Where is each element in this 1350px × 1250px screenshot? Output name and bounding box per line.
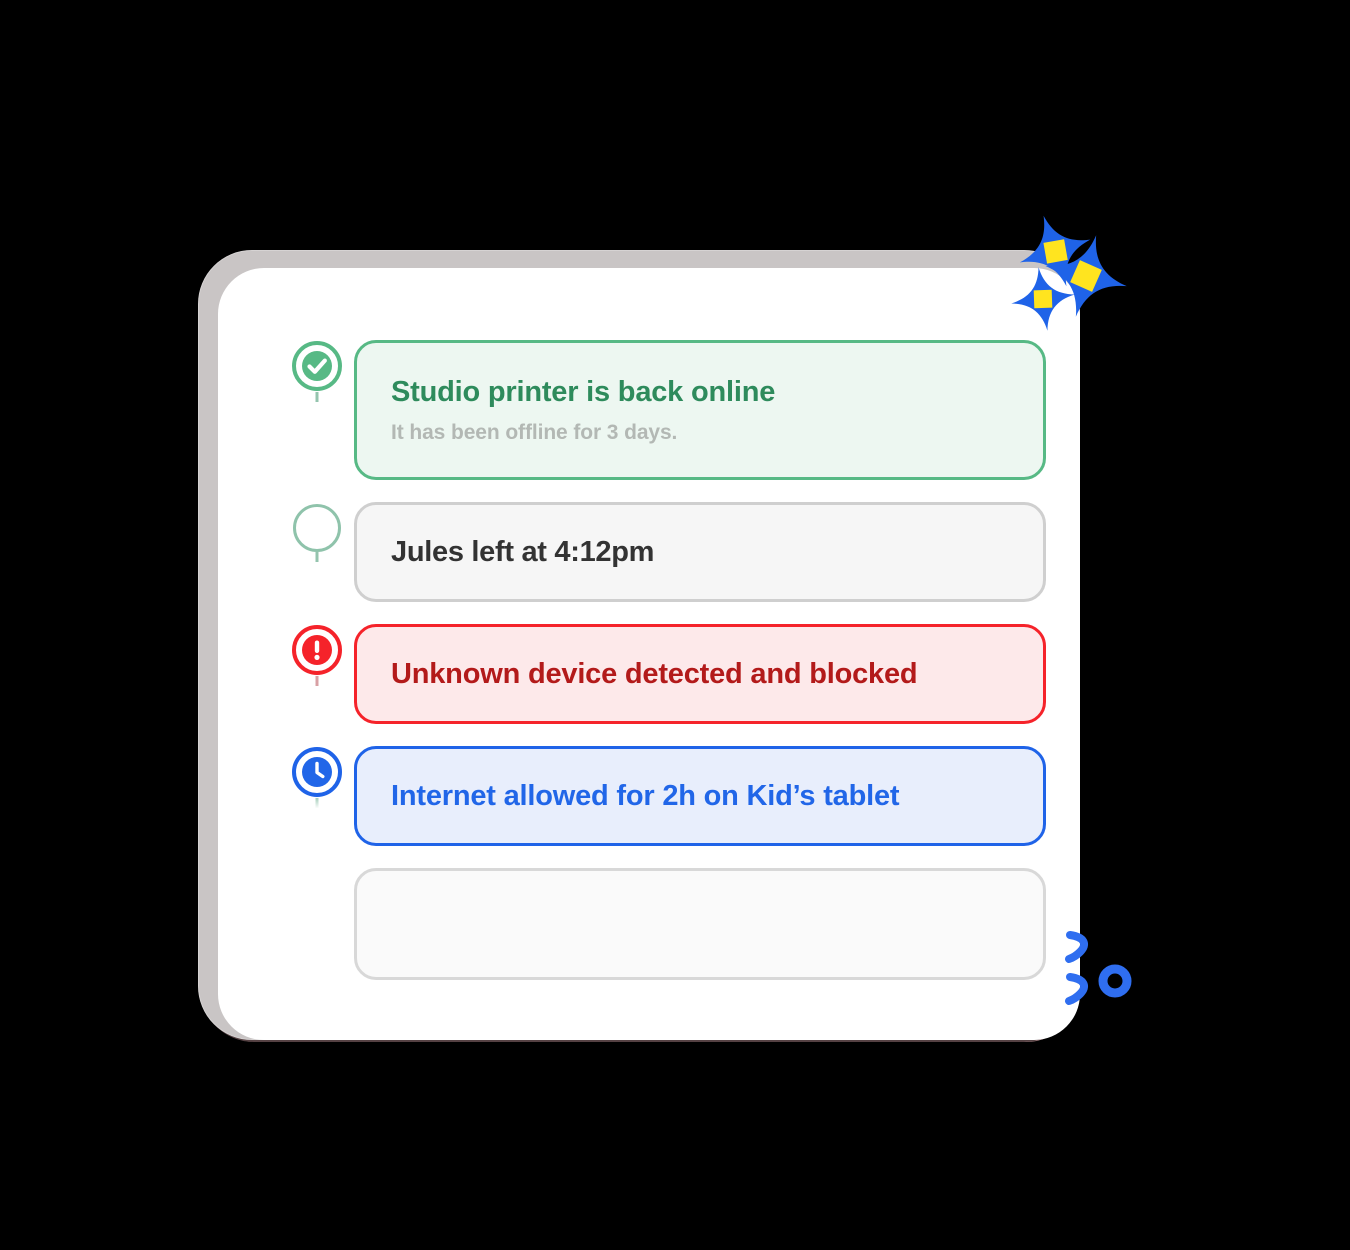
timeline-item-jules-left[interactable]: Jules left at 4:12pm <box>286 502 1046 602</box>
ring-doodle-icon <box>1096 962 1136 1007</box>
timeline-connector <box>315 674 319 686</box>
empty-circle-icon <box>293 504 341 552</box>
activity-card[interactable]: Jules left at 4:12pm <box>354 502 1046 602</box>
timeline-item-internet-allowed[interactable]: Internet allowed for 2h on Kid’s tablet <box>286 746 1046 846</box>
activity-title: Internet allowed for 2h on Kid’s tablet <box>391 779 900 812</box>
activity-title: Studio printer is back online <box>391 375 776 408</box>
clock-circle-icon <box>291 746 343 798</box>
activity-card[interactable]: Internet allowed for 2h on Kid’s tablet <box>354 746 1046 846</box>
timeline-item-printer-online[interactable]: Studio printer is back online It has bee… <box>286 340 1046 480</box>
activity-title: Jules left at 4:12pm <box>391 535 655 568</box>
activity-title: Unknown device detected and blocked <box>391 657 918 690</box>
timeline-rail <box>286 502 348 562</box>
timeline-rail <box>286 340 348 402</box>
activity-timeline: Studio printer is back online It has bee… <box>286 340 1046 980</box>
timeline-connector <box>315 796 319 808</box>
timeline-connector <box>315 390 319 402</box>
activity-card-placeholder[interactable] <box>354 868 1046 980</box>
activity-card[interactable]: Studio printer is back online It has bee… <box>354 340 1046 480</box>
timeline-item-placeholder[interactable] <box>286 868 1046 980</box>
timeline-item-unknown-device[interactable]: Unknown device detected and blocked <box>286 624 1046 724</box>
activity-card[interactable]: Unknown device detected and blocked <box>354 624 1046 724</box>
timeline-rail <box>286 624 348 686</box>
timeline-rail <box>286 746 348 808</box>
check-circle-icon <box>291 340 343 392</box>
alert-circle-icon <box>291 624 343 676</box>
timeline-connector <box>315 552 319 562</box>
activity-subtitle: It has been offline for 3 days. <box>391 420 678 444</box>
activity-panel: Studio printer is back online It has bee… <box>218 268 1080 1040</box>
